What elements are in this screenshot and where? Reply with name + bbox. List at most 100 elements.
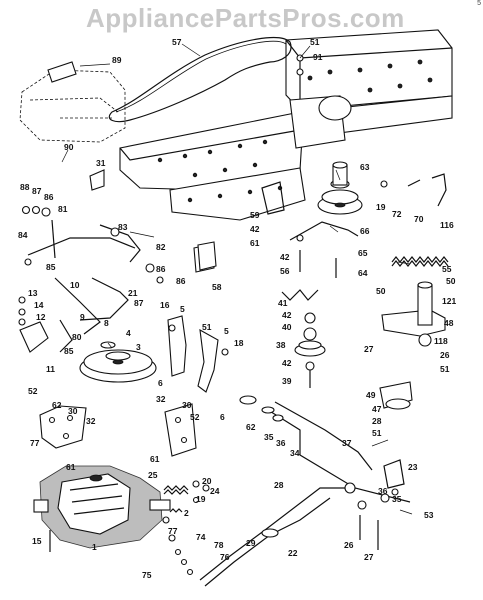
callout-62: 62 — [246, 422, 256, 432]
callout-88: 88 — [20, 182, 30, 192]
callout-12: 12 — [36, 312, 46, 322]
drive-belt — [108, 36, 292, 123]
callout-48: 48 — [444, 318, 454, 328]
shift-rod — [239, 395, 411, 503]
callout-77: 77 — [30, 438, 40, 448]
callout-85: 85 — [64, 346, 74, 356]
chassis-frame — [119, 29, 453, 221]
callout-50: 50 — [376, 286, 386, 296]
callout-90: 90 — [64, 142, 74, 152]
callout-5: 5 — [180, 304, 185, 314]
callout-19: 19 — [376, 202, 386, 212]
callout-42: 42 — [280, 252, 290, 262]
callout-10: 10 — [70, 280, 80, 290]
callout-37: 37 — [342, 438, 352, 448]
callout-65: 65 — [358, 248, 368, 258]
idler-bracket-assembly — [379, 281, 446, 410]
callout-47: 47 — [372, 404, 382, 414]
callout-61: 61 — [250, 238, 260, 248]
callout-39: 39 — [282, 376, 292, 386]
callout-61: 61 — [150, 454, 160, 464]
callout-55: 55 — [442, 264, 452, 274]
callout-18: 18 — [234, 338, 244, 348]
callout-35: 35 — [264, 432, 274, 442]
callout-72: 72 — [392, 209, 402, 219]
callout-26: 26 — [440, 350, 450, 360]
callout-66: 66 — [360, 226, 370, 236]
page-mark: 5 — [477, 0, 481, 7]
callout-74: 74 — [196, 532, 206, 542]
callout-78: 78 — [214, 540, 224, 550]
callout-28: 28 — [274, 480, 284, 490]
callout-51: 51 — [372, 428, 382, 438]
callout-30: 30 — [182, 400, 192, 410]
callout-34: 34 — [290, 448, 300, 458]
callout-70: 70 — [414, 214, 424, 224]
callout-83: 83 — [118, 222, 128, 232]
callout-62: 62 — [52, 400, 62, 410]
callout-84: 84 — [18, 230, 28, 240]
callout-35: 35 — [392, 494, 402, 504]
callout-25: 25 — [148, 470, 158, 480]
callout-labels: 89 57 51 91 90 31 63 19 72 70 116 88 87 … — [18, 37, 456, 580]
callout-3: 3 — [136, 342, 141, 352]
callout-116: 116 — [440, 220, 454, 230]
callout-6: 6 — [158, 378, 163, 388]
callout-41: 41 — [278, 298, 288, 308]
tension-spring — [391, 256, 449, 267]
callout-53: 53 — [424, 510, 434, 520]
callout-52: 52 — [28, 386, 38, 396]
callout-14: 14 — [34, 300, 44, 310]
callout-61: 61 — [66, 462, 76, 472]
small-hardware — [163, 480, 210, 576]
callout-20: 20 — [202, 476, 212, 486]
callout-50: 50 — [446, 276, 456, 286]
callout-22: 22 — [288, 548, 298, 558]
callout-121: 121 — [442, 296, 456, 306]
callout-24: 24 — [210, 486, 220, 496]
callout-51: 51 — [310, 37, 320, 47]
leader-lines — [61, 43, 413, 515]
callout-6: 6 — [220, 412, 225, 422]
callout-31: 31 — [96, 158, 106, 168]
callout-36: 36 — [276, 438, 286, 448]
callout-1: 1 — [92, 542, 97, 552]
callout-4: 4 — [126, 328, 131, 338]
callout-118: 118 — [434, 336, 448, 346]
drag-link — [199, 482, 379, 587]
transaxle — [33, 465, 176, 552]
callout-56: 56 — [280, 266, 290, 276]
callout-32: 32 — [156, 394, 166, 404]
callout-9: 9 — [80, 312, 85, 322]
callout-30: 30 — [68, 406, 78, 416]
callout-8: 8 — [104, 318, 109, 328]
callout-21: 21 — [128, 288, 138, 298]
callout-87: 87 — [32, 186, 42, 196]
callout-27: 27 — [364, 344, 374, 354]
callout-80: 80 — [72, 332, 82, 342]
callout-38: 38 — [276, 340, 286, 350]
front-shroud — [19, 61, 126, 143]
callout-16: 16 — [160, 300, 170, 310]
callout-81: 81 — [58, 204, 68, 214]
deck-pulley — [79, 341, 157, 383]
callout-19: 19 — [196, 494, 206, 504]
callout-64: 64 — [358, 268, 368, 278]
callout-52: 52 — [190, 412, 200, 422]
callout-40: 40 — [282, 322, 292, 332]
callout-59: 59 — [250, 210, 260, 220]
callout-51: 51 — [202, 322, 212, 332]
callout-77: 77 — [168, 526, 178, 536]
callout-89: 89 — [112, 55, 122, 65]
callout-27: 27 — [364, 552, 374, 562]
brake-linkage — [18, 205, 164, 353]
callout-42: 42 — [250, 224, 260, 234]
callout-36: 36 — [378, 486, 388, 496]
callout-58: 58 — [212, 282, 222, 292]
engine-pulley — [317, 161, 363, 215]
callout-2: 2 — [184, 508, 189, 518]
lift-brackets — [167, 243, 229, 393]
callout-76: 76 — [220, 552, 230, 562]
callout-86: 86 — [156, 264, 166, 274]
